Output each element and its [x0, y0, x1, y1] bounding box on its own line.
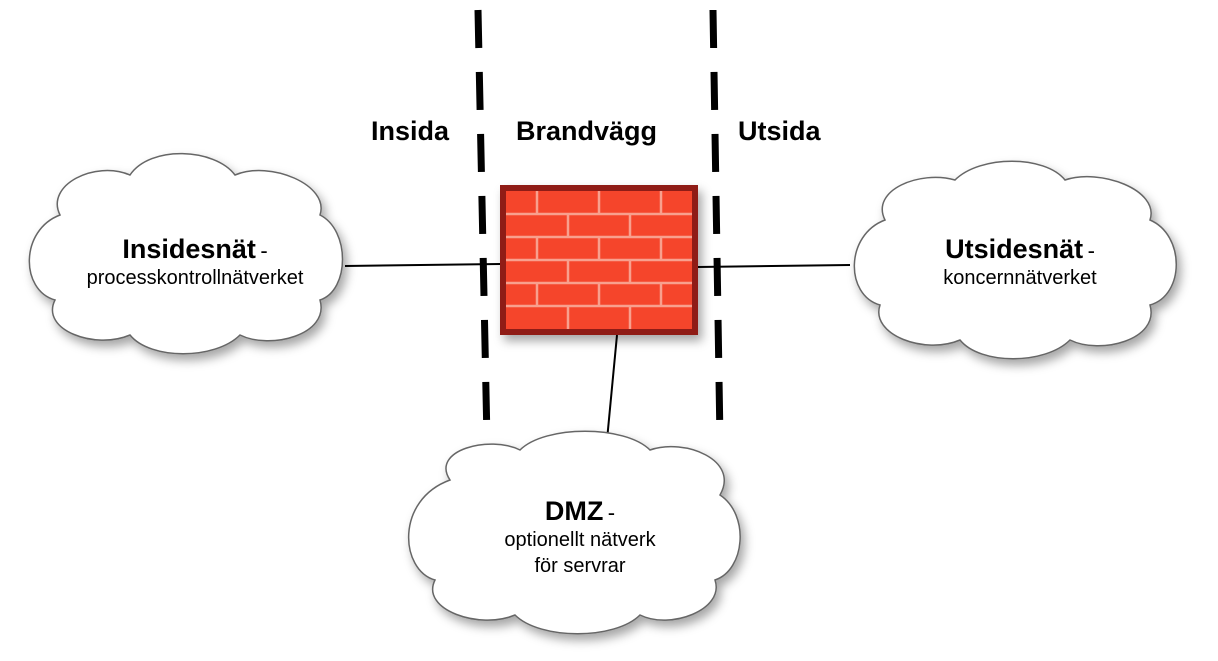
- inside-network-dash: -: [260, 238, 268, 263]
- outside-boundary-line: [709, 9, 724, 441]
- firewall-zone-label: Brandvägg: [516, 116, 658, 146]
- outside-cloud-text: Utsidesnät - koncernnätverket: [870, 234, 1170, 291]
- inside-zone-label: Insida: [371, 116, 450, 146]
- dmz-dash: -: [607, 500, 616, 525]
- inside-cloud: [28, 152, 344, 355]
- outside-connector-line: [697, 264, 851, 268]
- dmz-subtitle-line2: för servrar: [534, 555, 626, 577]
- dmz-cloud: [407, 430, 741, 635]
- outside-network-title: Utsidesnät: [945, 234, 1084, 264]
- dmz-cloud-text: DMZ - optionellt nätverk för servrar: [430, 496, 730, 579]
- inside-connector-line: [344, 263, 501, 267]
- dmz-connector-line: [606, 334, 618, 441]
- inside-network-title: Insidesnät: [122, 234, 256, 264]
- inside-cloud-text: Insidesnät - processkontrollnätverket: [45, 234, 345, 291]
- outside-zone-label: Utsida: [738, 116, 821, 146]
- dmz-subtitle-line1: optionellt nätverk: [504, 529, 656, 551]
- firewall-icon: [500, 185, 698, 335]
- inside-network-subtitle: processkontrollnätverket: [86, 267, 304, 289]
- outside-network-subtitle: koncernnätverket: [943, 267, 1097, 289]
- outside-network-dash: -: [1087, 238, 1095, 263]
- outside-cloud: [853, 160, 1177, 360]
- inside-boundary-line: [474, 9, 491, 441]
- dmz-title: DMZ: [544, 496, 604, 526]
